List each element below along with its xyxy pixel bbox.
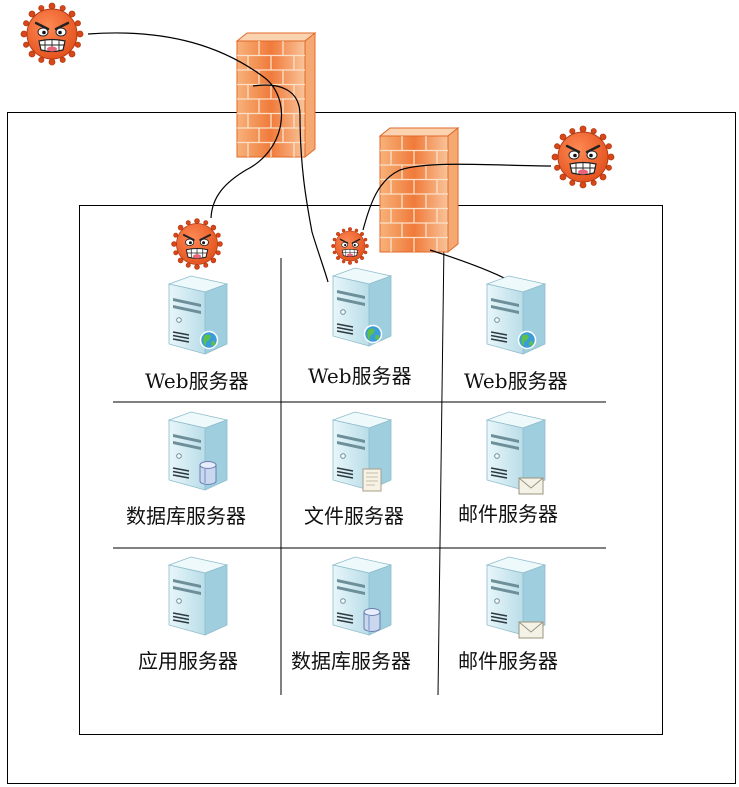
globe-icon xyxy=(517,330,537,350)
firewall-icon xyxy=(379,127,459,253)
server-label: 文件服务器 xyxy=(304,504,404,528)
server-icon xyxy=(168,411,228,491)
database-icon xyxy=(199,460,217,486)
attack-path-2 xyxy=(252,84,329,283)
virus-icon xyxy=(19,1,85,67)
server-icon xyxy=(332,411,392,491)
server-label: Web服务器 xyxy=(145,369,249,393)
file-icon xyxy=(362,468,382,492)
database-icon xyxy=(363,607,381,633)
server-label: 应用服务器 xyxy=(138,649,238,673)
attack-path-3 xyxy=(362,163,552,231)
server-label: 邮件服务器 xyxy=(458,649,558,673)
envelope-icon xyxy=(518,477,544,495)
globe-icon xyxy=(363,324,383,344)
server-icon xyxy=(332,556,392,636)
attack-paths xyxy=(87,32,552,283)
virus-icon xyxy=(330,226,370,266)
envelope-icon xyxy=(518,621,544,639)
server-icon xyxy=(486,275,546,355)
server-label: 数据库服务器 xyxy=(126,504,246,528)
server-label: 数据库服务器 xyxy=(291,649,411,673)
column-divider-2 xyxy=(437,241,445,696)
globe-icon xyxy=(199,330,219,350)
attack-path-4 xyxy=(429,249,513,283)
grid-lines xyxy=(113,241,606,696)
attack-path-1 xyxy=(87,32,283,219)
virus-icon xyxy=(170,217,224,271)
server-label: Web服务器 xyxy=(464,369,568,393)
virus-icon xyxy=(550,124,616,190)
server-label: 邮件服务器 xyxy=(458,502,558,526)
server-icon xyxy=(168,275,228,355)
server-icon xyxy=(332,267,392,347)
outer-network-boundary xyxy=(7,112,736,784)
server-icon xyxy=(168,556,228,636)
server-label: Web服务器 xyxy=(308,364,412,388)
